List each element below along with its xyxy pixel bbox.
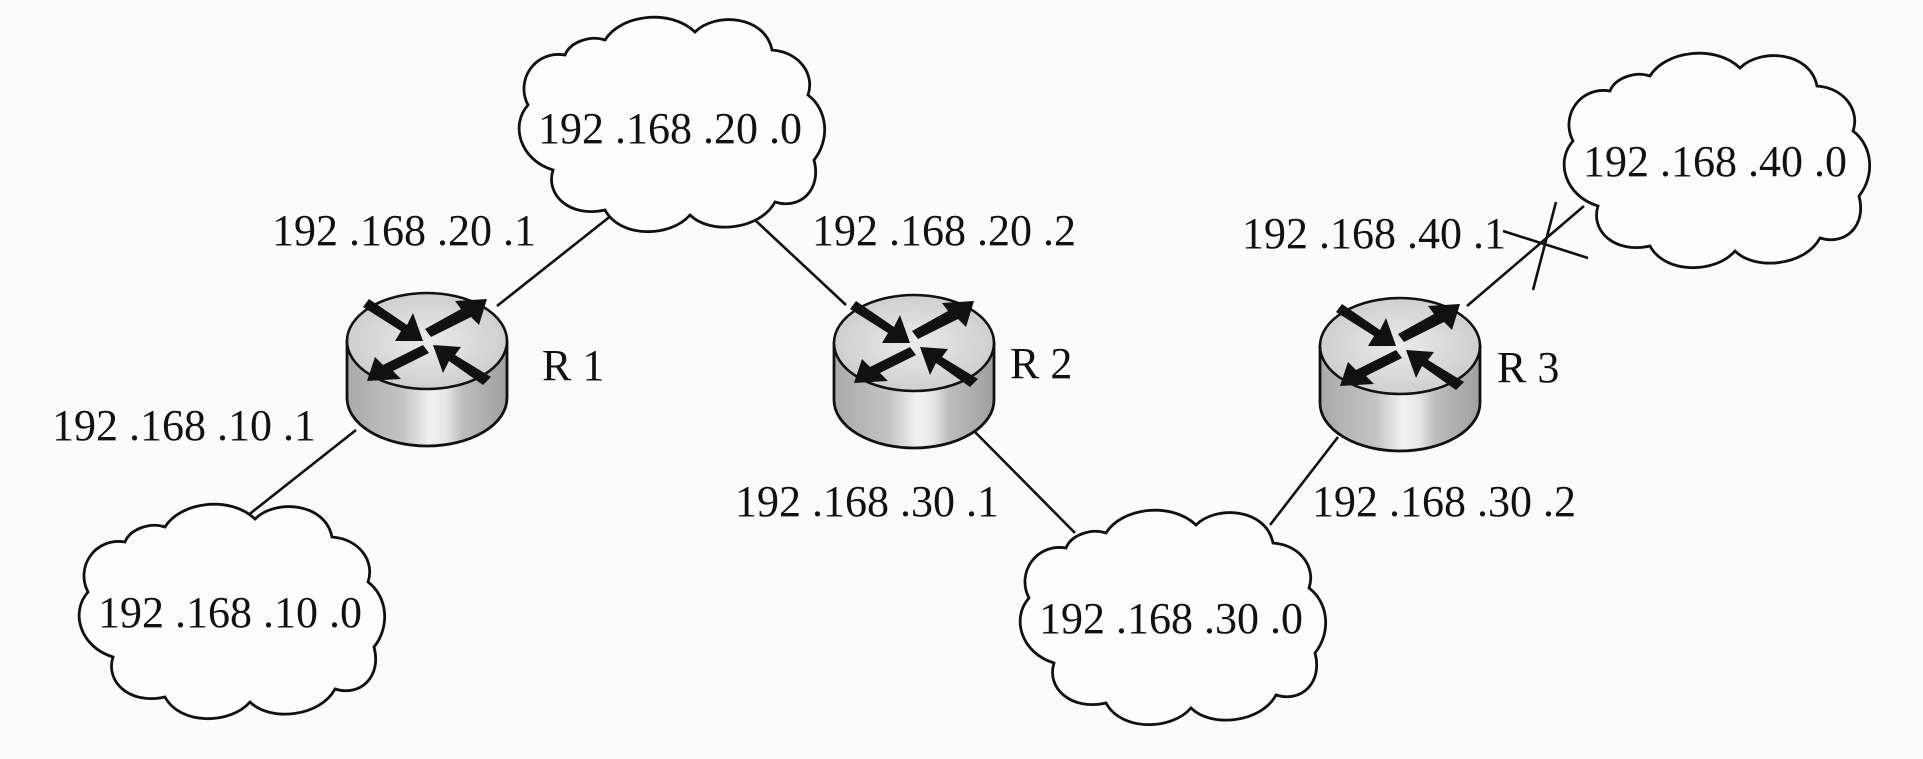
router-r3[interactable] — [1318, 296, 1482, 453]
network-label: 192 .168 .40 .0 — [1583, 137, 1847, 186]
interface-label-r2-net20: 192 .168 .20 .2 — [812, 206, 1076, 255]
link-down-x-mark-icon — [1502, 201, 1589, 291]
router-r1[interactable] — [345, 291, 509, 448]
router-icon — [345, 291, 509, 448]
interface-label-r1-net20: 192 .168 .20 .1 — [272, 206, 536, 255]
link-r3-net40[interactable] — [1466, 205, 1585, 307]
router-icon — [832, 293, 996, 450]
router-label-r2: R 2 — [1010, 339, 1072, 388]
router-icon — [1318, 296, 1482, 453]
router-r2[interactable] — [832, 293, 996, 450]
network-cloud-192-168-10-0[interactable]: 192 .168 .10 .0 — [77, 502, 387, 721]
network-label: 192 .168 .30 .0 — [1039, 594, 1303, 643]
network-label: 192 .168 .20 .0 — [538, 104, 802, 153]
interface-label-r3-net30: 192 .168 .30 .2 — [1312, 477, 1576, 526]
network-cloud-192-168-30-0[interactable]: 192 .168 .30 .0 — [1018, 508, 1328, 727]
interface-label-r2-net30: 192 .168 .30 .1 — [735, 477, 999, 526]
link-r1-net20[interactable] — [496, 209, 618, 308]
interface-label-r3-net40: 192 .168 .40 .1 — [1242, 209, 1506, 258]
network-cloud-192-168-20-0[interactable]: 192 .168 .20 .0 — [517, 15, 827, 234]
link-r2-net30[interactable] — [974, 431, 1076, 534]
network-cloud-192-168-40-0[interactable]: 192 .168 .40 .0 — [1562, 51, 1872, 270]
link-r2-net20[interactable] — [754, 219, 847, 306]
network-label: 192 .168 .10 .0 — [98, 588, 362, 637]
router-label-r3: R 3 — [1497, 343, 1559, 392]
interface-label-r1-net10: 192 .168 .10 .1 — [52, 401, 316, 450]
links — [241, 201, 1589, 534]
link-r1-net10[interactable] — [241, 428, 357, 522]
router-label-r1: R 1 — [542, 341, 604, 390]
link-r3-net30[interactable] — [1268, 436, 1340, 526]
